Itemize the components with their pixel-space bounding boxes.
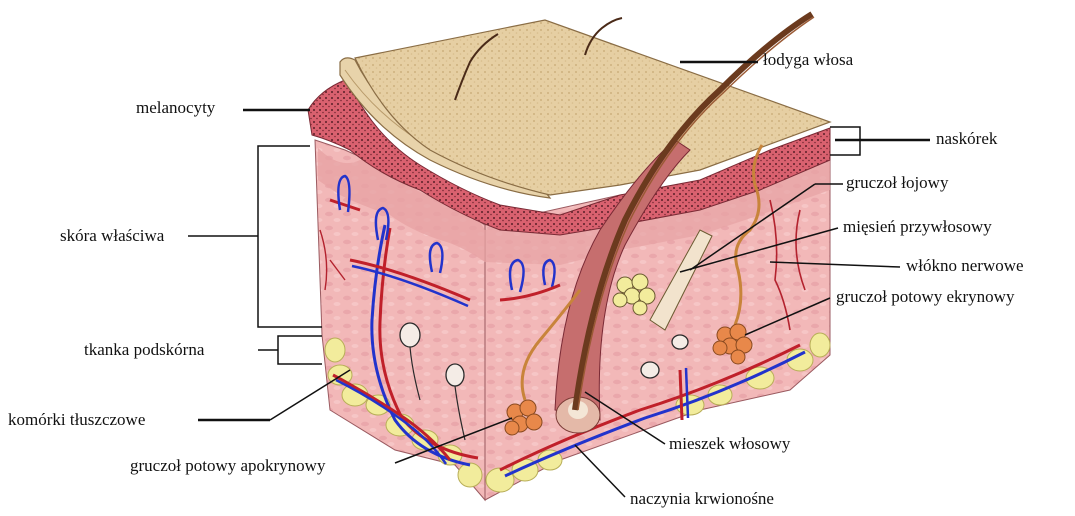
label-dermis: skóra właściwa <box>60 226 164 246</box>
label-apocrine-gland: gruczoł potowy apokrynowy <box>130 456 325 476</box>
label-eccrine-gland: gruczoł potowy ekrynowy <box>836 287 1014 307</box>
label-hair-follicle: mieszek włosowy <box>669 434 790 454</box>
label-melanocytes: melanocyty <box>136 98 215 118</box>
label-sebaceous-gland: gruczoł łojowy <box>846 173 948 193</box>
label-arrector-muscle: mięsień przywłosowy <box>843 217 992 237</box>
label-blood-vessels: naczynia krwionośne <box>630 489 774 509</box>
label-fat-cells: komórki tłuszczowe <box>8 410 145 430</box>
label-epidermis: naskórek <box>936 129 997 149</box>
label-nerve-fiber: włókno nerwowe <box>906 256 1024 276</box>
label-subcutaneous: tkanka podskórna <box>84 340 204 360</box>
label-hair-shaft: łodyga włosa <box>763 50 853 70</box>
